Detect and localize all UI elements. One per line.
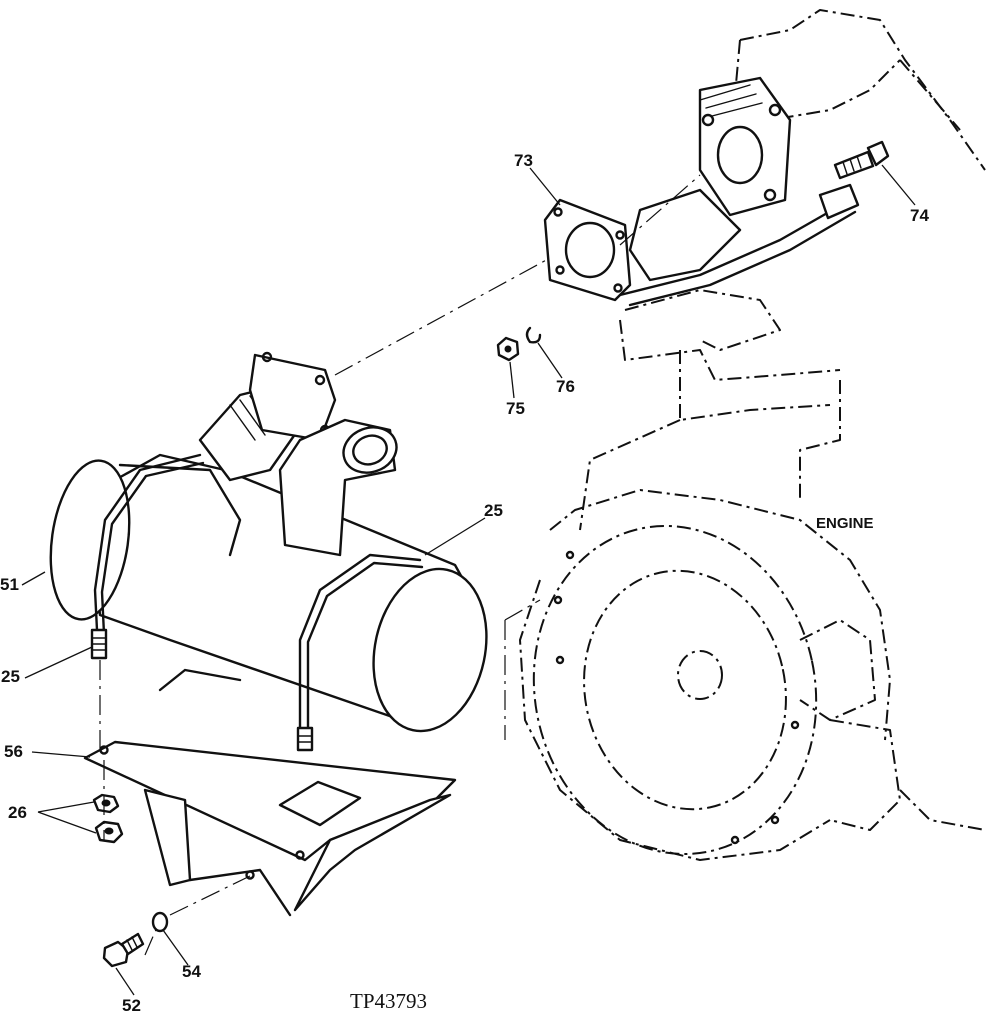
callout-73: 73 [514, 151, 533, 170]
callout-25-left: 25 [1, 667, 20, 686]
support-bracket-56 [83, 740, 457, 917]
alignment-lines [99, 174, 701, 956]
cap-screw-74 [833, 140, 890, 180]
callout-74: 74 [910, 206, 929, 225]
gasket-73 [543, 198, 632, 302]
callout-56: 56 [4, 742, 23, 761]
washer-76 [525, 326, 542, 344]
callout-26: 26 [8, 803, 27, 822]
figure-id: TP43793 [350, 989, 427, 1013]
muffler-51 [49, 351, 488, 733]
callout-52: 52 [122, 996, 141, 1013]
callout-75: 75 [506, 399, 525, 418]
engine-label: ENGINE [816, 515, 874, 532]
hex-nut-26-lower [94, 820, 124, 844]
u-bolt-25-right [296, 553, 424, 752]
callout-54: 54 [182, 962, 201, 981]
u-bolt-25-left [90, 453, 205, 660]
callout-25-right: 25 [484, 501, 503, 520]
cap-screw-52 [102, 932, 145, 968]
nut-75 [496, 336, 520, 362]
callout-76: 76 [556, 377, 575, 396]
lock-washer-54 [151, 911, 169, 933]
engine-outline [504, 9, 986, 861]
callout-51: 51 [0, 575, 19, 594]
callout-leaders [21, 164, 916, 996]
hex-nut-26-upper [92, 793, 120, 814]
turbo-outlet-flange [618, 76, 860, 307]
